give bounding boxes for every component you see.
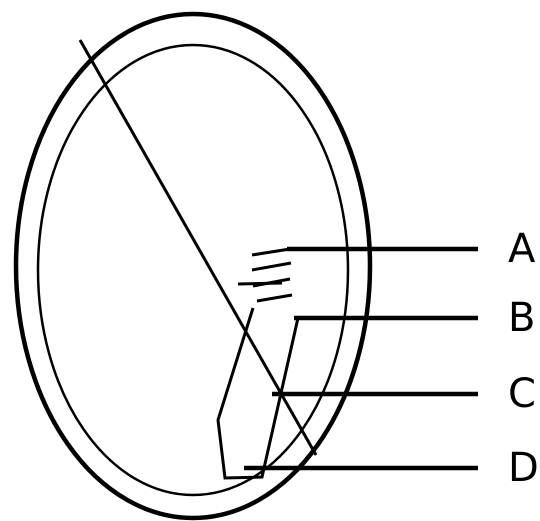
label-a: A [508,226,536,272]
label-b: B [508,295,535,341]
outer-ellipse [16,14,370,518]
hatch-strokes [238,249,292,301]
label-d: D [508,445,539,491]
label-c: C [508,371,536,417]
